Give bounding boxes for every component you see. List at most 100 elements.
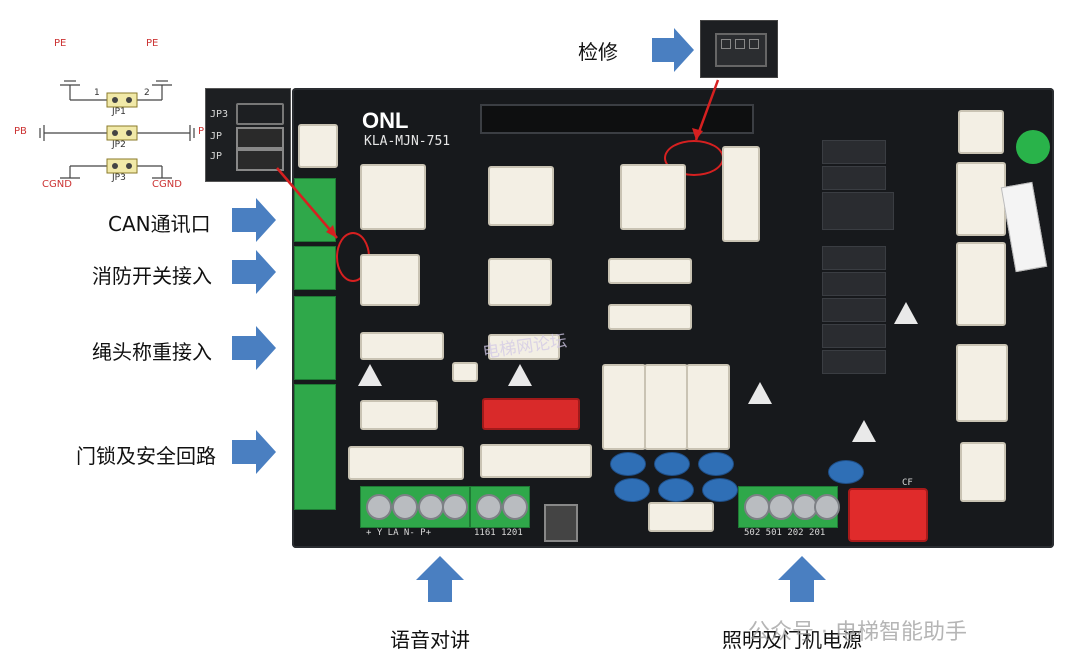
label-voice: 语音对讲 (390, 628, 470, 652)
warning-icon-4 (852, 420, 876, 442)
inset-jumper-mid (236, 127, 284, 149)
arrow-light (778, 556, 826, 602)
relay-white-1 (602, 364, 646, 450)
green-sticker (1016, 130, 1050, 164)
arrow-door (232, 430, 276, 474)
connector-hb (608, 258, 692, 284)
schematic-cgnd-right: CGND (152, 179, 182, 190)
label-door: 门锁及安全回路 (76, 444, 216, 468)
screw-8 (768, 494, 794, 520)
relay-black-8 (822, 350, 886, 374)
connector-cb (608, 304, 692, 330)
schematic-jp2: JP2 (112, 140, 126, 150)
ribbon-header (480, 104, 754, 134)
connector-ce (480, 444, 592, 478)
connector-py (452, 362, 478, 382)
screw-5 (476, 494, 502, 520)
connector-hc (360, 332, 444, 360)
arrow-can (232, 198, 276, 242)
relay-black-5 (822, 272, 886, 296)
connector-9pin-b (488, 166, 554, 226)
brand-text: ONL (362, 108, 409, 133)
capacitor-2 (654, 452, 690, 476)
relay-white-3 (686, 364, 730, 450)
capacitor-1 (610, 452, 646, 476)
connector-hi (360, 400, 438, 430)
board-model: KLA-MJN-751 (364, 134, 451, 149)
silk-bottom-right: 502 501 202 201 (744, 528, 826, 538)
relay-white-2 (644, 364, 688, 450)
schematic-jp1: JP1 (112, 107, 126, 117)
schematic-pin1-a: 1 (94, 88, 100, 98)
connector-mid-4pin (488, 334, 560, 360)
relay-black-2 (822, 166, 886, 190)
relay-black-6 (822, 298, 886, 322)
capacitor-3 (698, 452, 734, 476)
silk-bottom-left: + Y LA N- P+ (366, 528, 432, 538)
schematic-pb-left: PB (14, 126, 27, 137)
screw-10 (814, 494, 840, 520)
connector-right-4 (956, 344, 1008, 422)
terminal-door (294, 384, 336, 510)
relay-black-4 (822, 246, 886, 270)
connector-bottom-mid (648, 502, 714, 532)
warning-icon-5 (894, 302, 918, 324)
schematic-pe-left: PE (54, 38, 67, 49)
connector-9pin-a (360, 164, 426, 230)
warning-icon-3 (748, 382, 772, 404)
connector-right-5 (960, 442, 1006, 502)
screw-2 (392, 494, 418, 520)
relay-black-7 (822, 324, 886, 348)
connector-9pin-c (620, 164, 686, 230)
capacitor-6 (702, 478, 738, 502)
brand-logo: ONL (362, 108, 408, 134)
arrow-fire (232, 250, 276, 294)
terminal-rope (294, 296, 336, 380)
silk-bottom-mid: 1161 1201 (474, 528, 523, 538)
label-fire: 消防开关接入 (92, 264, 212, 288)
terminal-fire (294, 246, 336, 290)
relay-black-1 (822, 140, 886, 164)
connector-right-1 (958, 110, 1004, 154)
relay-black-3 (822, 192, 894, 230)
inspection-pin-1 (721, 39, 731, 49)
connector-right-3 (956, 242, 1006, 326)
schematic-cgnd-left: CGND (42, 179, 72, 190)
inspection-inset-photo (700, 20, 778, 78)
label-jianxiu: 检修 (578, 40, 618, 64)
jumper-schematic: PE PE PB PB CGND CGND JP1 JP2 JP3 1 2 (12, 30, 211, 190)
barcode-sticker (1000, 181, 1048, 273)
inspection-connector (715, 33, 767, 67)
inset-jumper-bot (236, 149, 284, 171)
screw-1 (366, 494, 392, 520)
label-light: 照明及门机电源 (722, 628, 862, 652)
schematic-pe-right: PE (146, 38, 159, 49)
ground-terminal (544, 504, 578, 542)
pcb-board: ONL KLA-MJN-751 (292, 88, 1054, 548)
capacitor-5 (658, 478, 694, 502)
connector-red-4pin (482, 398, 580, 430)
inset-jp-a-label: JP (210, 131, 223, 142)
schematic-drawing (39, 80, 195, 179)
connector-hk (348, 446, 464, 480)
arrow-voice (416, 556, 464, 602)
connector-6pin-a (360, 254, 420, 306)
screw-7 (744, 494, 770, 520)
capacitor-7 (828, 460, 864, 484)
terminal-can (294, 178, 336, 242)
inspection-pin-3 (749, 39, 759, 49)
schematic-pin2-a: 2 (144, 88, 150, 98)
footer-watermark: 公众号 · 电梯智能助手 (748, 620, 967, 645)
jumper-inset-photo: JP3 JP JP (205, 88, 291, 182)
inset-jp-b-label: JP (210, 151, 223, 162)
label-can: CAN通讯口 (108, 212, 211, 236)
capacitor-4 (614, 478, 650, 502)
arrow-inspection (652, 28, 694, 72)
connector-vertical-top (722, 146, 760, 242)
label-rope: 绳头称重接入 (92, 340, 212, 364)
warning-icon-2 (508, 364, 532, 386)
connector-right-2 (956, 162, 1006, 236)
schematic-jp3: JP3 (112, 173, 126, 183)
warning-icon-1 (358, 364, 382, 386)
connector-top-left (298, 124, 338, 168)
